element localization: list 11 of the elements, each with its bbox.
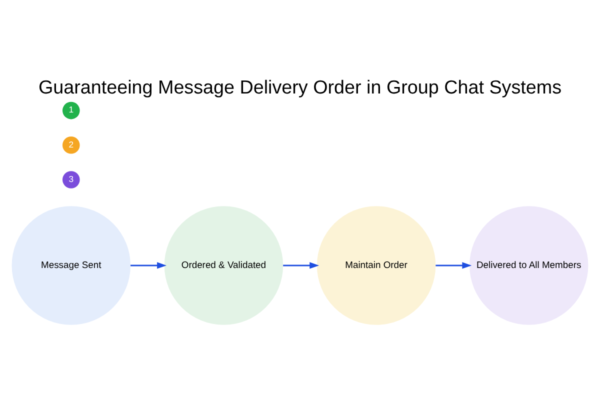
label: 2 bbox=[68, 139, 74, 150]
node-circle: Delivered to All Members bbox=[469, 206, 588, 325]
label: 3 bbox=[68, 174, 74, 184]
arrow bbox=[436, 262, 472, 269]
node-circle: Maintain Order bbox=[316, 206, 436, 325]
arrow bbox=[283, 262, 320, 269]
node-circle: Ordered & Validated bbox=[164, 206, 284, 325]
label: 1 bbox=[68, 104, 74, 115]
diagram-title: Guaranteeing Message Delivery Order in Group Chat Systems bbox=[38, 76, 562, 98]
node-circle: Message Sent bbox=[12, 206, 131, 325]
arrow bbox=[130, 262, 166, 269]
